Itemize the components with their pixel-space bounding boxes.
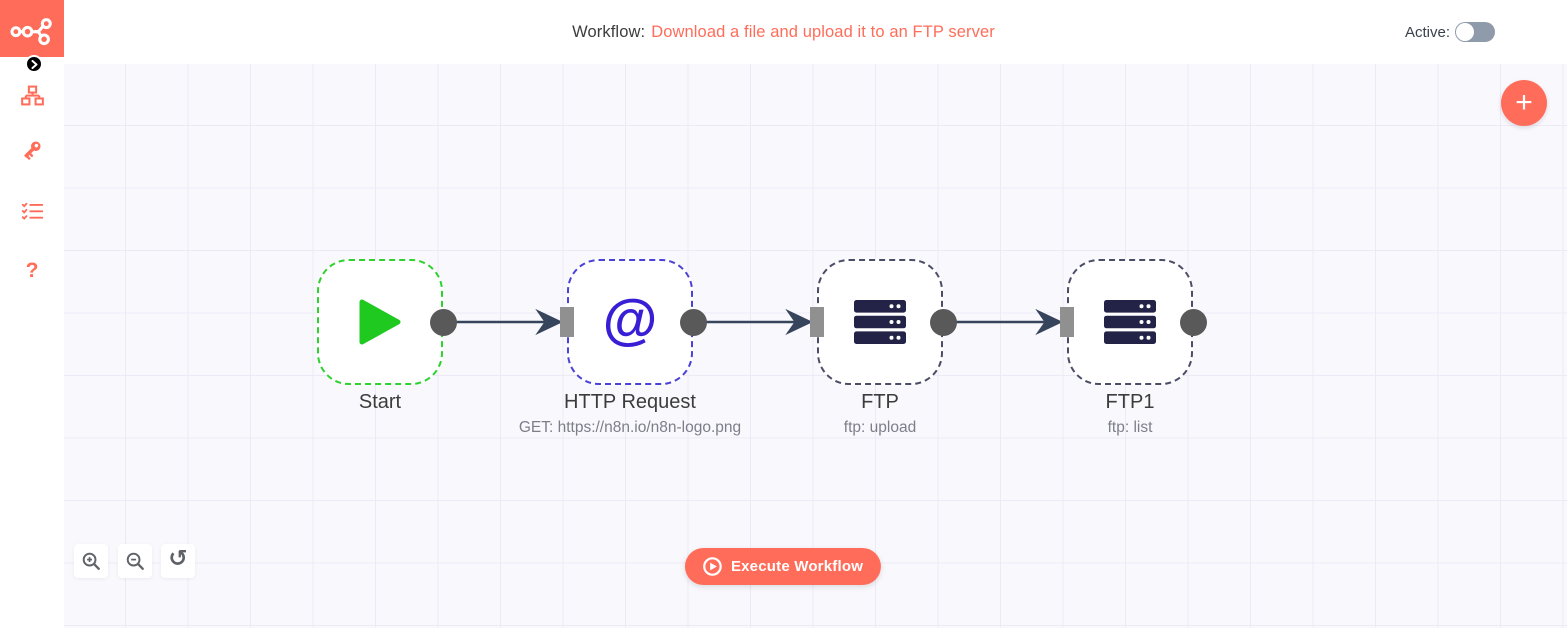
execute-workflow-button[interactable]: Execute Workflow	[684, 548, 882, 585]
sidebar-item-credentials[interactable]	[0, 130, 64, 170]
workflow-canvas[interactable]	[64, 64, 1567, 628]
at-icon: @	[602, 287, 658, 350]
chevron-right-icon	[31, 59, 37, 69]
zoom-out-icon	[126, 552, 144, 570]
question-icon: ?	[25, 259, 39, 282]
play-circle-icon	[703, 557, 722, 576]
add-node-button[interactable]: +	[1501, 80, 1547, 126]
output-endpoint-http[interactable]	[679, 308, 707, 336]
server-icon	[1104, 300, 1156, 344]
workflow-title-prefix: Workflow:	[572, 22, 646, 41]
zoom-in-icon	[82, 552, 100, 570]
toggle-knob	[1456, 23, 1474, 41]
zoom-out-button[interactable]	[118, 544, 152, 578]
node-subtitle-http: GET: https://n8n.io/n8n-logo.png	[518, 419, 742, 436]
output-endpoint-ftp[interactable]	[929, 308, 957, 336]
header: Workflow: Download a file and upload it …	[0, 0, 1567, 64]
sitemap-icon	[20, 85, 44, 105]
output-endpoint-start[interactable]	[429, 308, 457, 336]
server-icon	[854, 300, 906, 344]
plus-icon: +	[1515, 86, 1533, 119]
node-label-start: Start	[358, 391, 402, 413]
node-label-ftp: FTP	[861, 391, 899, 413]
node-start[interactable]	[317, 259, 443, 385]
node-label-http: HTTP Request	[564, 391, 696, 413]
input-endpoint-http[interactable]	[560, 307, 574, 337]
n8n-logo[interactable]	[0, 0, 64, 57]
active-label: Active:	[1404, 23, 1450, 41]
node-ftp1[interactable]	[1067, 259, 1193, 385]
input-endpoint-ftp1[interactable]	[1060, 307, 1074, 337]
node-ftp[interactable]	[817, 259, 943, 385]
output-endpoint-ftp1[interactable]	[1179, 308, 1207, 336]
active-toggle[interactable]	[1455, 22, 1495, 42]
input-endpoint-ftp[interactable]	[810, 307, 824, 337]
reset-zoom-icon: ↺	[168, 546, 188, 572]
checklist-icon	[21, 202, 43, 220]
sidebar-item-workflows[interactable]	[0, 75, 64, 115]
node-subtitle-ftp1: ftp: list	[1107, 419, 1153, 436]
n8n-logo-icon	[10, 17, 52, 45]
node-subtitle-ftp: ftp: upload	[843, 419, 917, 436]
sidebar: ?	[0, 0, 64, 628]
play-icon	[359, 299, 401, 345]
node-label-ftp1: FTP1	[1105, 391, 1155, 413]
key-icon	[24, 141, 41, 160]
sidebar-item-executions[interactable]	[0, 191, 64, 231]
execute-workflow-label: Execute Workflow	[730, 558, 864, 575]
node-http-request[interactable]: @	[567, 259, 693, 385]
workflow-title: Workflow: Download a file and upload it …	[0, 0, 1567, 64]
reset-zoom-button[interactable]: ↺	[161, 544, 195, 578]
sidebar-item-help[interactable]: ?	[0, 251, 64, 291]
zoom-in-button[interactable]	[74, 544, 108, 578]
sidebar-collapse-button[interactable]	[25, 55, 43, 73]
active-toggle-group: Active:	[1405, 0, 1495, 64]
workflow-name-link[interactable]: Download a file and upload it to an FTP …	[651, 22, 995, 41]
